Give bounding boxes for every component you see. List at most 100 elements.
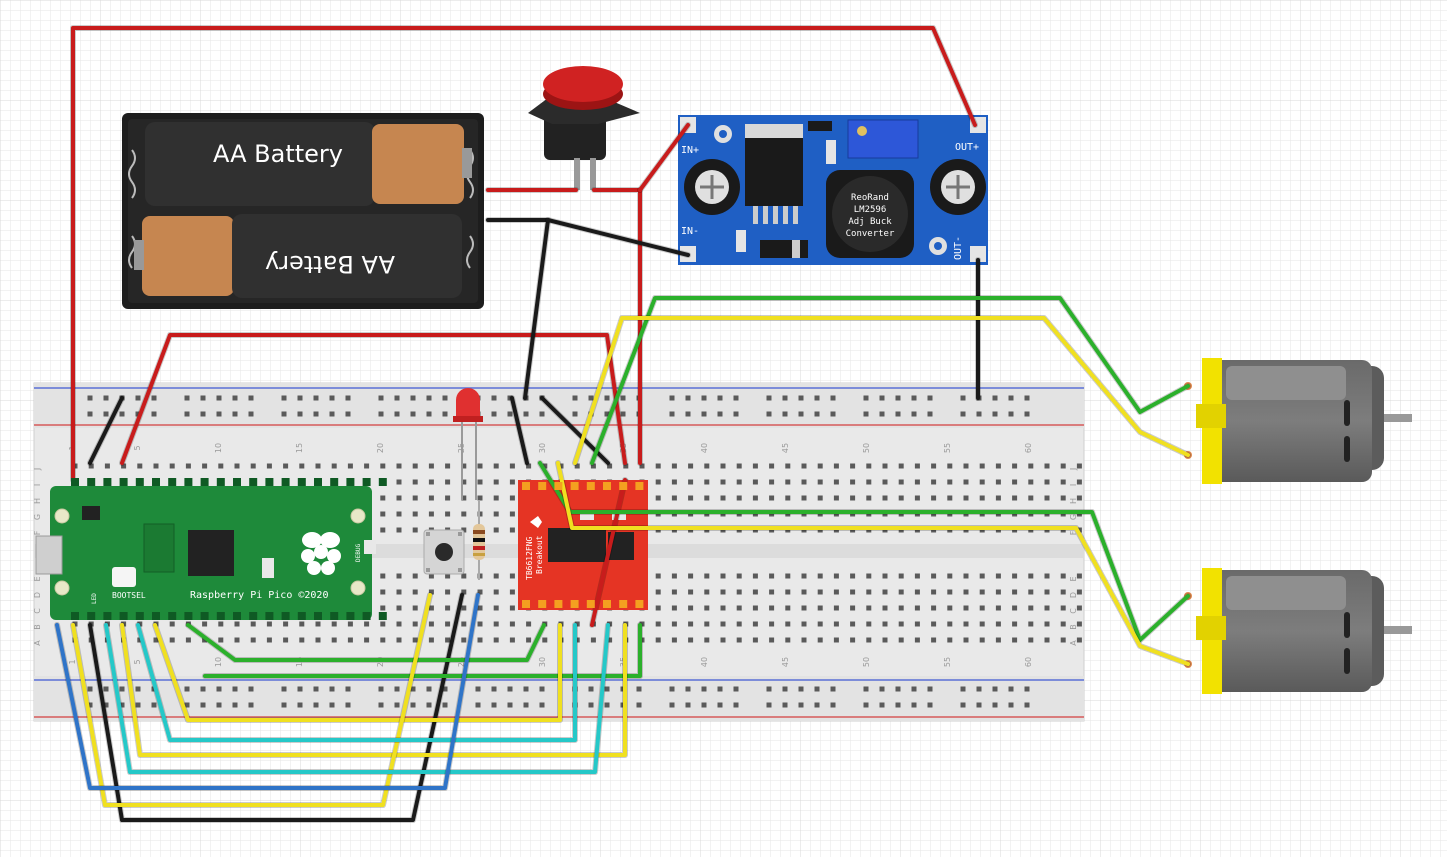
breadboard-hole <box>202 621 208 627</box>
breadboard-hole <box>526 637 532 643</box>
breadboard-hole <box>347 621 353 627</box>
rail-hole <box>329 395 335 401</box>
breadboard-hole <box>979 573 985 579</box>
rail-hole <box>248 686 254 692</box>
driver-pin <box>522 600 530 608</box>
breadboard-hole <box>801 605 807 611</box>
breadboard-hole <box>931 605 937 611</box>
rail-hole <box>701 686 707 692</box>
breadboard-hole <box>1012 605 1018 611</box>
rail-hole <box>151 702 157 708</box>
rail-hole <box>103 702 109 708</box>
rail-hole <box>782 411 788 417</box>
driver-pin <box>603 600 611 608</box>
rail-hole <box>604 702 610 708</box>
breadboard-hole <box>185 463 191 469</box>
breadboard-hole <box>558 463 564 469</box>
breadboard-hole <box>833 495 839 501</box>
breadboard-hole <box>590 637 596 643</box>
breadboard-hole <box>169 637 175 643</box>
row-letter: C <box>33 608 42 614</box>
driver-pin <box>635 482 644 490</box>
breadboard-hole <box>1076 527 1082 533</box>
rail-hole <box>863 411 869 417</box>
breadboard-hole <box>266 621 272 627</box>
breadboard-hole <box>1012 479 1018 485</box>
rail-hole <box>960 395 966 401</box>
breadboard-hole <box>801 589 807 595</box>
breadboard-hole <box>947 495 953 501</box>
driver-pin <box>538 600 547 608</box>
breadboard-hole <box>752 463 758 469</box>
breadboard-hole <box>461 573 467 579</box>
rail-hole <box>911 702 917 708</box>
breadboard-hole <box>331 621 337 627</box>
rail-hole <box>766 411 772 417</box>
battery-bottom-label: AA Battery <box>265 250 395 278</box>
breadboard-hole <box>898 479 904 485</box>
rail-hole <box>87 395 93 401</box>
breadboard-hole <box>655 479 661 485</box>
breadboard-hole <box>380 605 386 611</box>
row-letter: E <box>33 576 42 581</box>
breadboard-hole <box>817 637 823 643</box>
breadboard-hole <box>639 463 645 469</box>
breadboard-hole <box>396 573 402 579</box>
row-letter: H <box>1069 498 1078 504</box>
rail-hole <box>976 686 982 692</box>
breadboard-hole <box>1012 621 1018 627</box>
breadboard-hole <box>882 463 888 469</box>
breadboard-hole <box>769 463 775 469</box>
rail-hole <box>87 686 93 692</box>
breadboard-hole <box>493 511 499 517</box>
rail-hole <box>669 411 675 417</box>
breadboard-hole <box>445 511 451 517</box>
row-letter: E <box>1069 576 1078 581</box>
breadboard-hole <box>493 589 499 595</box>
breadboard-hole <box>866 573 872 579</box>
driver-pin <box>554 482 563 490</box>
column-number: 30 <box>538 657 547 667</box>
breadboard-hole <box>931 495 937 501</box>
battery-holder: AA Battery AA Battery <box>122 113 484 309</box>
rail-hole <box>766 395 772 401</box>
breadboard-hole <box>445 589 451 595</box>
breadboard-hole <box>1060 589 1066 595</box>
rail-hole <box>604 411 610 417</box>
rail-hole <box>636 686 642 692</box>
pico-pin <box>233 478 241 486</box>
rail-hole <box>216 411 222 417</box>
rail-hole <box>378 395 384 401</box>
breadboard-hole <box>736 637 742 643</box>
row-letter: H <box>33 498 42 504</box>
breadboard-hole <box>542 463 548 469</box>
breadboard-hole <box>299 463 305 469</box>
breadboard-hole <box>590 463 596 469</box>
row-letter: B <box>1069 624 1078 630</box>
rail-hole <box>1008 702 1014 708</box>
rail-hole <box>1008 686 1014 692</box>
breadboard-top-rail <box>34 383 1084 428</box>
rail-hole <box>200 702 206 708</box>
rail-hole <box>378 686 384 692</box>
breadboard-hole <box>364 637 370 643</box>
breadboard-hole <box>769 495 775 501</box>
wire-red-switch-to-buck-in <box>638 123 690 192</box>
rail-hole <box>879 411 885 417</box>
breadboard-hole <box>785 621 791 627</box>
breadboard-hole <box>153 463 159 469</box>
breadboard-hole <box>477 621 483 627</box>
breadboard-hole <box>671 589 677 595</box>
breadboard-hole <box>752 637 758 643</box>
breadboard-hole <box>1012 495 1018 501</box>
breadboard-hole <box>995 463 1001 469</box>
breadboard-hole <box>817 463 823 469</box>
column-number: 30 <box>538 443 547 453</box>
wire-red-driver-stby <box>590 478 627 627</box>
potentiometer <box>847 119 919 159</box>
breadboard-hole <box>185 637 191 643</box>
wire-blue-led <box>55 593 480 790</box>
rail-hole <box>248 411 254 417</box>
breadboard-hole <box>914 637 920 643</box>
breadboard-hole <box>963 605 969 611</box>
